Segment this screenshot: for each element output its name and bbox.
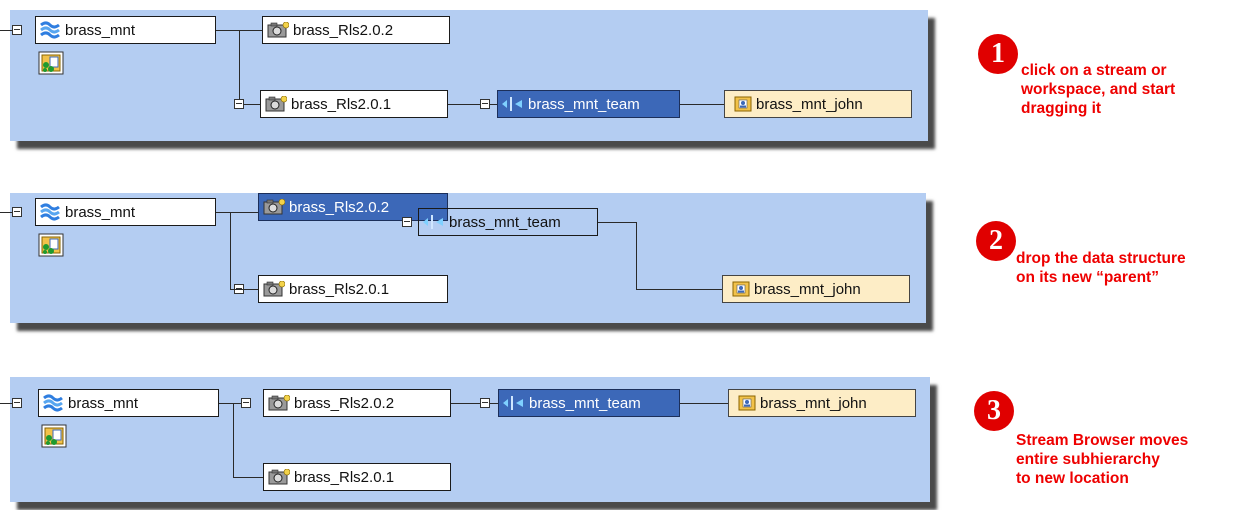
workspace-node[interactable]: brass_mnt_john xyxy=(724,90,912,118)
component-icon[interactable] xyxy=(38,51,64,75)
stream-node-root[interactable]: brass_mnt xyxy=(35,16,216,44)
node-label: brass_Rls2.0.2 xyxy=(289,198,390,216)
connector xyxy=(216,212,258,213)
collapse-toggle-icon[interactable] xyxy=(241,398,251,408)
team-stream-icon xyxy=(500,95,524,113)
connector xyxy=(451,403,480,404)
node-label: brass_mnt_team xyxy=(529,394,641,412)
node-label: brass_mnt_john xyxy=(754,280,861,298)
connector xyxy=(448,104,480,105)
step-instruction-line: entire subhierarchy xyxy=(1016,451,1160,468)
connector xyxy=(490,403,498,404)
connector xyxy=(230,289,258,290)
stream-node-root[interactable]: brass_mnt xyxy=(35,198,216,226)
node-label: brass_Rls2.0.1 xyxy=(294,468,395,486)
team-stream-icon xyxy=(421,213,445,231)
snapshot-icon xyxy=(268,395,290,411)
step-instruction-line: dragging it xyxy=(1021,100,1102,117)
snapshot-icon xyxy=(263,281,285,297)
connector xyxy=(233,403,234,477)
stream-icon xyxy=(42,393,64,413)
stream-icon xyxy=(39,20,61,40)
step-instruction-line: click on a stream or xyxy=(1021,62,1167,79)
node-label: brass_Rls2.0.2 xyxy=(293,21,394,39)
team-stream-node-moved[interactable]: brass_mnt_team xyxy=(498,389,680,417)
connector xyxy=(0,30,12,31)
node-label: brass_Rls2.0.1 xyxy=(289,280,390,298)
collapse-toggle-icon xyxy=(402,217,412,227)
step-number-badge: 1 xyxy=(978,34,1018,74)
connector xyxy=(636,222,637,289)
connector xyxy=(230,212,231,289)
connector xyxy=(680,104,724,105)
node-label: brass_mnt_john xyxy=(756,95,863,113)
workspace-node[interactable]: brass_mnt_john xyxy=(722,275,910,303)
workspace-icon xyxy=(734,96,752,112)
snapshot-icon xyxy=(265,96,287,112)
workspace-icon xyxy=(732,281,750,297)
node-label: brass_mnt_team xyxy=(528,95,640,113)
connector xyxy=(233,477,263,478)
node-label: brass_mnt xyxy=(65,21,136,39)
step-instruction-line: workspace, and start xyxy=(1021,81,1176,98)
team-stream-node-dragging[interactable]: brass_mnt_team xyxy=(418,208,598,236)
team-stream-node-selected[interactable]: brass_mnt_team xyxy=(497,90,680,118)
collapse-toggle-icon[interactable] xyxy=(12,25,22,35)
connector xyxy=(239,30,240,104)
step-instruction-line: Stream Browser moves xyxy=(1016,432,1189,449)
stream-node-root[interactable]: brass_mnt xyxy=(38,389,219,417)
node-label: brass_mnt xyxy=(65,203,136,221)
snapshot-icon xyxy=(268,469,290,485)
snapshot-node-rls202-drop-target[interactable]: brass_Rls2.0.2 xyxy=(258,193,448,221)
connector xyxy=(219,403,241,404)
step-instruction: click on a stream or workspace, and star… xyxy=(1021,61,1175,118)
stream-icon xyxy=(39,202,61,222)
step-instruction: drop the data structure on its new “pare… xyxy=(1016,249,1186,287)
connector xyxy=(0,403,12,404)
collapse-toggle-icon[interactable] xyxy=(12,398,22,408)
team-stream-icon xyxy=(501,394,525,412)
step-number-badge: 3 xyxy=(974,391,1014,431)
connector xyxy=(598,222,636,223)
snapshot-node-rls202[interactable]: brass_Rls2.0.2 xyxy=(263,389,451,417)
node-label: brass_mnt_john xyxy=(760,394,867,412)
connector xyxy=(636,289,722,290)
snapshot-node-rls201[interactable]: brass_Rls2.0.1 xyxy=(260,90,448,118)
connector xyxy=(0,212,12,213)
component-icon[interactable] xyxy=(38,233,64,257)
connector xyxy=(680,403,728,404)
collapse-toggle-icon[interactable] xyxy=(480,99,490,109)
step-instruction-line: to new location xyxy=(1016,470,1129,487)
collapse-toggle-icon[interactable] xyxy=(12,207,22,217)
collapse-toggle-icon[interactable] xyxy=(234,99,244,109)
snapshot-node-rls201[interactable]: brass_Rls2.0.1 xyxy=(263,463,451,491)
snapshot-icon xyxy=(263,199,285,215)
collapse-toggle-icon[interactable] xyxy=(480,398,490,408)
step-instruction-line: on its new “parent” xyxy=(1016,269,1159,286)
snapshot-icon xyxy=(267,22,289,38)
connector xyxy=(490,104,497,105)
snapshot-node-rls202[interactable]: brass_Rls2.0.2 xyxy=(262,16,450,44)
node-label: brass_mnt_team xyxy=(449,213,561,231)
step-instruction-line: drop the data structure xyxy=(1016,250,1186,267)
step-number-badge: 2 xyxy=(976,221,1016,261)
snapshot-node-rls201[interactable]: brass_Rls2.0.1 xyxy=(258,275,448,303)
node-label: brass_Rls2.0.2 xyxy=(294,394,395,412)
workspace-icon xyxy=(738,395,756,411)
node-label: brass_mnt xyxy=(68,394,139,412)
component-icon[interactable] xyxy=(41,424,67,448)
connector xyxy=(244,104,260,105)
step-instruction: Stream Browser moves entire subhierarchy… xyxy=(1016,431,1188,488)
node-label: brass_Rls2.0.1 xyxy=(291,95,392,113)
workspace-node[interactable]: brass_mnt_john xyxy=(728,389,916,417)
